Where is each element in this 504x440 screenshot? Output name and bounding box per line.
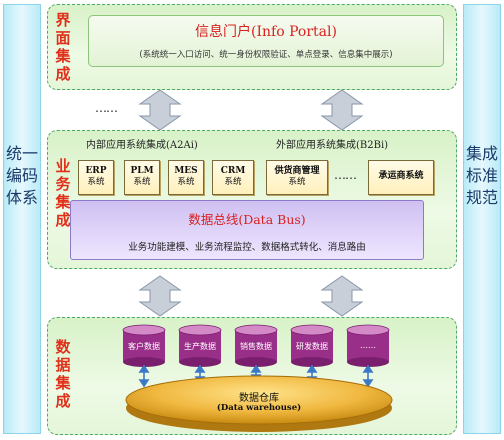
integration-standards-label: 集成标准规范 bbox=[465, 144, 498, 208]
info-portal-title: 信息门户(Info Portal) bbox=[195, 24, 337, 40]
data-bus-box: 数据总线(Data Bus) 业务功能建模、业务流程监控、数据格式转化、消息路由 bbox=[70, 200, 424, 260]
plm-module-sub: 系统 bbox=[133, 177, 151, 187]
supplier-mgmt-system-module: 供货商管理 系统 bbox=[266, 160, 328, 195]
erp-module-name: ERP bbox=[85, 166, 107, 176]
data-warehouse-subtitle: (Data warehouse) bbox=[216, 403, 302, 413]
interface-integration-label: 界面集成 bbox=[55, 11, 71, 83]
supplier-module-sub: 系统 bbox=[288, 177, 306, 187]
rnd-data-db: 研发数据 bbox=[290, 324, 334, 368]
database-icon bbox=[178, 324, 222, 367]
interface-integration-section: 界面集成 信息门户(Info Portal) (系统统一入口访问、统一身份权限验… bbox=[47, 4, 457, 90]
plm-system-module: PLM 系统 bbox=[124, 160, 160, 195]
double-arrow-bus-right bbox=[320, 275, 364, 317]
internal-integration-title: 内部应用系统集成(A2Ai) bbox=[86, 140, 198, 151]
unified-coding-system-bar: 统一编码体系 bbox=[3, 4, 41, 434]
unified-coding-system-label: 统一编码体系 bbox=[5, 144, 38, 208]
crm-module-name: CRM bbox=[220, 166, 246, 176]
plm-module-name: PLM bbox=[130, 166, 154, 176]
customer-data-label: 客户数据 bbox=[128, 342, 160, 351]
data-integration-label: 数据集成 bbox=[55, 338, 71, 410]
rnd-data-label: 研发数据 bbox=[296, 342, 328, 351]
sales-data-db: 销售数据 bbox=[234, 324, 278, 368]
sales-data-label: 销售数据 bbox=[240, 342, 272, 351]
database-icon bbox=[234, 324, 278, 367]
customer-data-db: 客户数据 bbox=[122, 324, 166, 368]
data-warehouse-title: 数据仓库 bbox=[239, 393, 279, 404]
erp-system-module: ERP 系统 bbox=[78, 160, 114, 195]
carrier-system-module: 承运商系统 bbox=[368, 160, 434, 195]
double-arrow-bus-left bbox=[138, 275, 182, 317]
supplier-module-name: 供货商管理 bbox=[274, 166, 320, 176]
data-warehouse-disc-icon bbox=[125, 375, 393, 432]
crm-module-sub: 系统 bbox=[224, 177, 242, 187]
more-data-db: …… bbox=[346, 324, 390, 368]
more-data-label: …… bbox=[360, 341, 376, 350]
production-data-db: 生产数据 bbox=[178, 324, 222, 368]
crm-system-module: CRM 系统 bbox=[212, 160, 254, 195]
database-icon bbox=[122, 324, 166, 367]
database-icon bbox=[346, 324, 390, 367]
erp-module-sub: 系统 bbox=[87, 177, 105, 187]
integration-standards-bar: 集成标准规范 bbox=[463, 4, 501, 434]
business-integration-label: 业务集成 bbox=[55, 157, 71, 229]
ellipsis-top: …… bbox=[95, 101, 118, 115]
info-portal-box: 信息门户(Info Portal) (系统统一入口访问、统一身份权限验证、单点登… bbox=[88, 15, 444, 67]
data-warehouse: 数据仓库 (Data warehouse) bbox=[124, 372, 394, 434]
external-integration-title: 外部应用系统集成(B2Bi) bbox=[276, 140, 389, 151]
database-icon bbox=[290, 324, 334, 367]
data-bus-title: 数据总线(Data Bus) bbox=[188, 212, 306, 227]
mes-module-name: MES bbox=[174, 166, 198, 176]
mes-system-module: MES 系统 bbox=[168, 160, 204, 195]
carrier-module-name: 承运商系统 bbox=[378, 171, 424, 181]
mes-module-sub: 系统 bbox=[177, 177, 195, 187]
info-portal-description: (系统统一入口访问、统一身份权限验证、单点登录、信息集中展示) bbox=[139, 50, 393, 60]
production-data-label: 生产数据 bbox=[184, 342, 216, 351]
data-bus-description: 业务功能建模、业务流程监控、数据格式转化、消息路由 bbox=[128, 242, 366, 253]
ellipsis-external: …… bbox=[334, 168, 357, 182]
